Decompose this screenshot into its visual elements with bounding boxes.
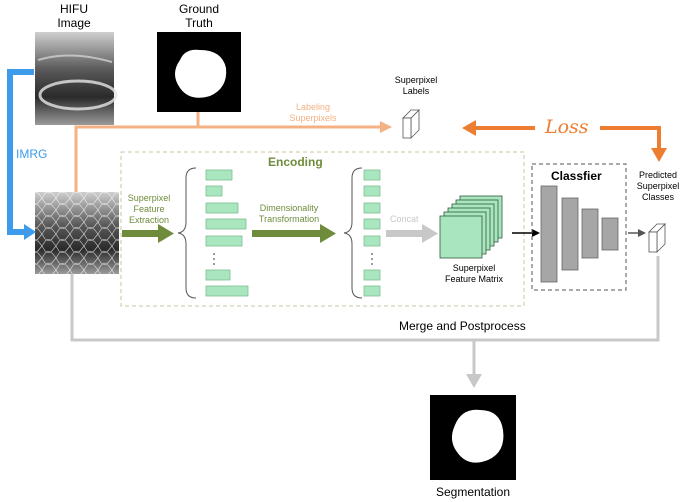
ground-truth-image xyxy=(157,32,241,112)
right-brace xyxy=(343,167,363,299)
merge-label: Merge and Postprocess xyxy=(399,319,526,333)
feature-extraction-label: Superpixel Feature Extraction xyxy=(122,193,176,225)
transformed-features xyxy=(363,169,381,297)
loss-arrow xyxy=(462,120,667,162)
hifu-label-line1: HIFU xyxy=(60,2,88,16)
labeling-label-line2: Superpixels xyxy=(289,112,337,123)
superpixel-labels-line2: Labels xyxy=(402,85,430,96)
segmentation-image xyxy=(430,395,516,480)
concat-arrow xyxy=(386,224,438,243)
encoding-title: Encoding xyxy=(268,155,323,169)
ground-truth-label: Ground Truth xyxy=(164,2,234,31)
hifu-image-label: HIFU Image xyxy=(46,2,102,31)
classifier-box xyxy=(531,163,627,291)
feature-matrix-line2: Feature Matrix xyxy=(444,273,504,284)
classifier-to-prediction-arrow xyxy=(628,229,646,237)
ground-truth-label-line2: Truth xyxy=(185,16,213,31)
ground-truth-label-line1: Ground xyxy=(178,2,220,16)
encoding-box xyxy=(120,151,525,307)
hifu-image xyxy=(35,32,118,125)
dim-transform-line2: Transformation xyxy=(258,213,320,224)
superpixel-labels-label: Superpixel Labels xyxy=(388,75,444,97)
labeling-superpixels-label: Labeling Superpixels xyxy=(268,102,358,124)
loss-label: Loss xyxy=(545,116,589,138)
superpixel-image xyxy=(35,192,119,274)
concat-label: Concat xyxy=(390,214,419,224)
superpixel-labels-line1: Superpixel xyxy=(394,75,438,85)
predicted-classes-label: Predicted Superpixel Classes xyxy=(631,170,685,202)
left-brace xyxy=(177,167,197,299)
matrix-to-classifier-arrow xyxy=(512,229,540,237)
dim-transform-line1: Dimensionality xyxy=(259,203,319,213)
hifu-label-line2: Image xyxy=(57,16,91,31)
predicted-classes-vector xyxy=(648,223,666,253)
feature-matrix-stack xyxy=(439,195,503,259)
dim-transform-arrow xyxy=(252,224,336,243)
labeling-label-line1: Labeling xyxy=(295,102,331,112)
dim-transform-label: Dimensionality Transformation xyxy=(250,203,328,225)
feature-matrix-line1: Superpixel xyxy=(452,263,496,273)
classifier-layers xyxy=(540,185,619,283)
predicted-line2: Superpixel xyxy=(636,180,680,191)
feature-extraction-arrow xyxy=(122,224,174,243)
imrg-label: IMRG xyxy=(16,147,48,161)
feature-extraction-line1: Superpixel xyxy=(127,193,171,203)
feature-matrix-label: Superpixel Feature Matrix xyxy=(436,263,512,285)
classifier-title: Classfier xyxy=(551,169,602,183)
superpixel-labels-vector xyxy=(402,109,420,139)
merge-arrow xyxy=(70,256,660,388)
feature-extraction-line2: Feature xyxy=(133,203,165,214)
labeling-arrow xyxy=(74,112,392,192)
segmentation-label: Segmentation xyxy=(435,485,511,499)
feature-extraction-line3: Extraction xyxy=(128,214,170,225)
imrg-arrow xyxy=(7,69,36,240)
feature-bars xyxy=(205,169,249,297)
predicted-line1: Predicted xyxy=(638,170,678,180)
predicted-line3: Classes xyxy=(641,191,674,202)
